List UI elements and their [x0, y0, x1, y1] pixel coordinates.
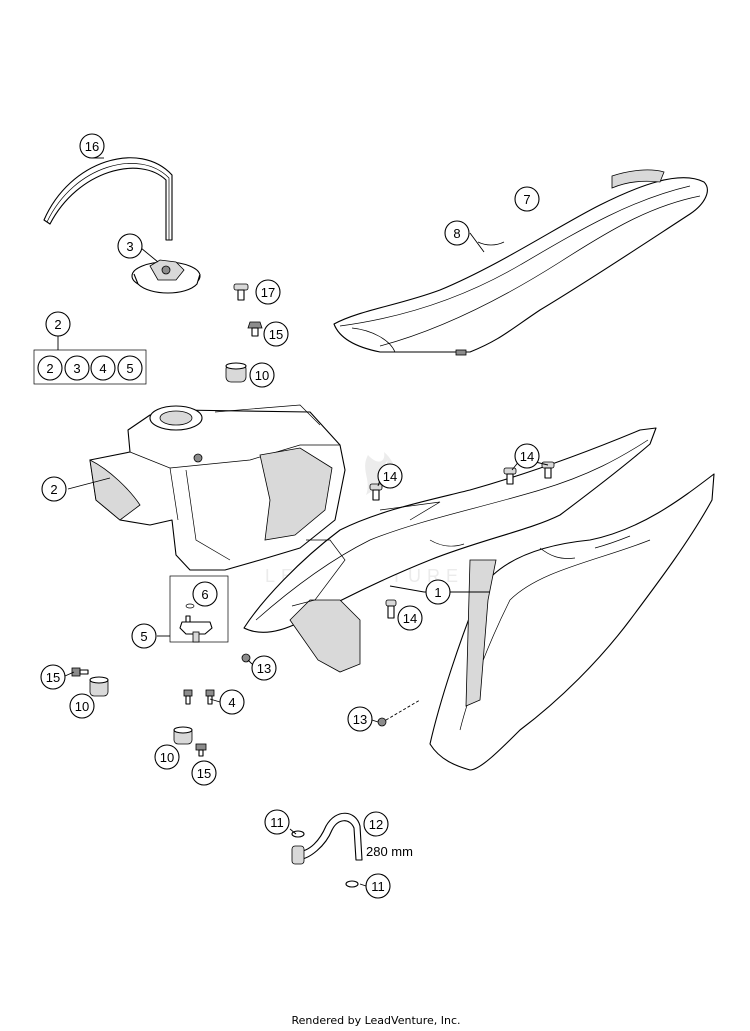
svg-text:15: 15 — [197, 766, 211, 781]
footer-credit: Rendered by LeadVenture, Inc. — [291, 1014, 460, 1027]
screw-13b — [377, 699, 421, 727]
svg-text:10: 10 — [75, 699, 89, 714]
callout-10-lower: 10 — [154, 744, 180, 770]
svg-text:2: 2 — [54, 317, 61, 332]
fuel-tank-part — [89, 404, 346, 571]
screw-15-lower-part — [195, 743, 207, 757]
vent-hose-part — [43, 157, 173, 241]
screw-14b — [503, 467, 517, 485]
svg-text:12: 12 — [369, 817, 383, 832]
hose-assembly-part — [291, 812, 363, 888]
callout-14-b: 14 — [514, 443, 540, 469]
callout-2-kit: 2 — [45, 311, 71, 337]
callout-11-lower: 11 — [365, 873, 391, 899]
callout-10-upper: 10 — [249, 362, 275, 388]
callout-kit-5: 5 — [117, 355, 143, 381]
kit-group-box — [33, 349, 147, 385]
svg-text:16: 16 — [85, 139, 99, 154]
callout-7: 7 — [514, 186, 540, 212]
callout-13-b: 13 — [347, 706, 373, 732]
callout-3: 3 — [117, 233, 143, 259]
svg-text:4: 4 — [99, 361, 106, 376]
screw-14d — [385, 599, 397, 619]
svg-text:14: 14 — [383, 469, 397, 484]
svg-text:3: 3 — [73, 361, 80, 376]
screw-15-left-part — [71, 667, 89, 677]
screw-17-part — [233, 283, 249, 301]
callout-17: 17 — [255, 279, 281, 305]
fuel-tap-group — [169, 575, 229, 643]
screw-14a — [369, 483, 383, 501]
bushing-10-left-part — [89, 676, 109, 697]
callout-15-left: 15 — [40, 664, 66, 690]
svg-text:17: 17 — [261, 285, 275, 300]
bushing-10-lower-part — [173, 726, 193, 745]
svg-text:13: 13 — [353, 712, 367, 727]
callout-5: 5 — [131, 623, 157, 649]
svg-text:2: 2 — [50, 482, 57, 497]
callout-15-upper: 15 — [263, 321, 289, 347]
svg-text:1: 1 — [434, 585, 441, 600]
callout-11-upper: 11 — [264, 809, 290, 835]
svg-text:10: 10 — [160, 750, 174, 765]
svg-text:2: 2 — [46, 361, 53, 376]
screws-4-parts — [183, 689, 215, 705]
bushing-10-upper-part — [225, 362, 247, 383]
right-shroud-part — [429, 473, 715, 771]
callout-10-left: 10 — [69, 693, 95, 719]
callout-8: 8 — [444, 220, 470, 246]
callout-14-c: 14 — [397, 605, 423, 631]
callout-16: 16 — [79, 133, 105, 159]
callout-12: 12 — [363, 811, 389, 837]
seat-part — [333, 169, 708, 356]
svg-text:3: 3 — [126, 239, 133, 254]
callout-4: 4 — [219, 689, 245, 715]
svg-text:15: 15 — [269, 327, 283, 342]
svg-text:11: 11 — [371, 879, 385, 894]
svg-text:14: 14 — [520, 449, 534, 464]
svg-text:4: 4 — [228, 695, 235, 710]
clamp-11-lower — [345, 880, 359, 888]
svg-text:6: 6 — [201, 587, 208, 602]
callout-15-lower: 15 — [191, 760, 217, 786]
callout-1: 1 — [425, 579, 451, 605]
svg-text:14: 14 — [403, 611, 417, 626]
svg-text:15: 15 — [46, 670, 60, 685]
callout-kit-3: 3 — [64, 355, 90, 381]
callout-6: 6 — [192, 581, 218, 607]
fuel-cap-part — [131, 259, 201, 294]
svg-text:11: 11 — [270, 815, 284, 830]
svg-text:10: 10 — [255, 368, 269, 383]
screw-15-upper-part — [247, 321, 263, 337]
callout-14-a: 14 — [377, 463, 403, 489]
svg-text:8: 8 — [453, 226, 460, 241]
callout-13-a: 13 — [251, 655, 277, 681]
callout-2-tank: 2 — [41, 476, 67, 502]
left-shroud-part — [243, 427, 657, 673]
callout-kit-4: 4 — [90, 355, 116, 381]
svg-text:7: 7 — [523, 192, 530, 207]
clamp-11-upper — [291, 830, 305, 838]
hose-length-label: 280 mm — [366, 844, 413, 859]
svg-text:13: 13 — [257, 661, 271, 676]
svg-text:5: 5 — [140, 629, 147, 644]
callout-kit-2: 2 — [37, 355, 63, 381]
svg-text:5: 5 — [126, 361, 133, 376]
